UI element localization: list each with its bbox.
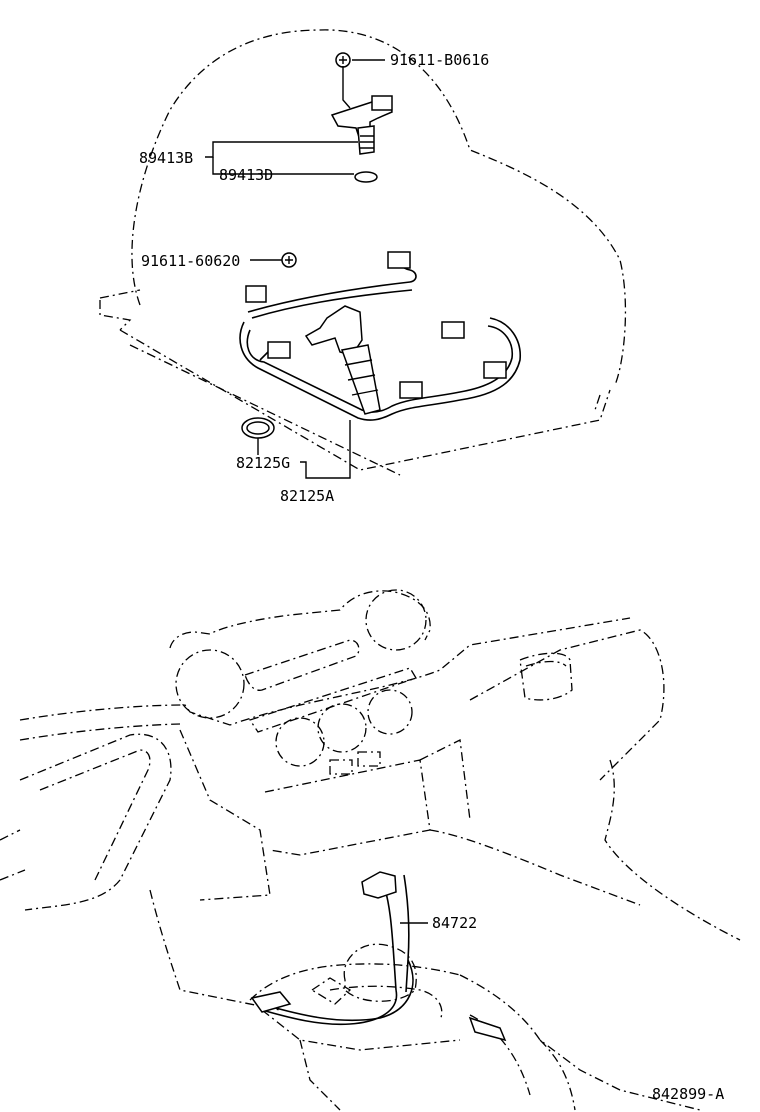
- gasket-part: [241, 417, 275, 439]
- dashboard-outline: [0, 589, 741, 1011]
- o-ring-part: [354, 171, 378, 183]
- callout-89413B: 89413B: [139, 149, 193, 167]
- cam-sensor-part: [330, 66, 393, 155]
- engine-outline: [99, 29, 627, 476]
- harness-part: [239, 251, 521, 421]
- mid-leaders: [250, 259, 351, 479]
- callout-82125G: 82125G: [236, 454, 290, 472]
- callout-82125A: 82125A: [280, 487, 334, 505]
- callout-91611-B0616: 91611-B0616: [390, 51, 489, 69]
- shift-wire-part: [250, 871, 507, 1042]
- bolt-top-part: [335, 52, 351, 68]
- callout-89413D: 89413D: [219, 166, 273, 184]
- callout-84722: 84722: [432, 914, 477, 932]
- shift-knob: [310, 943, 417, 1005]
- top-leaders: [205, 59, 385, 175]
- bolt-mid-part: [281, 252, 297, 268]
- console-outline: [249, 963, 701, 1111]
- drawing-number: 842899-A: [652, 1085, 724, 1103]
- callout-91611-60620: 91611-60620: [141, 252, 240, 270]
